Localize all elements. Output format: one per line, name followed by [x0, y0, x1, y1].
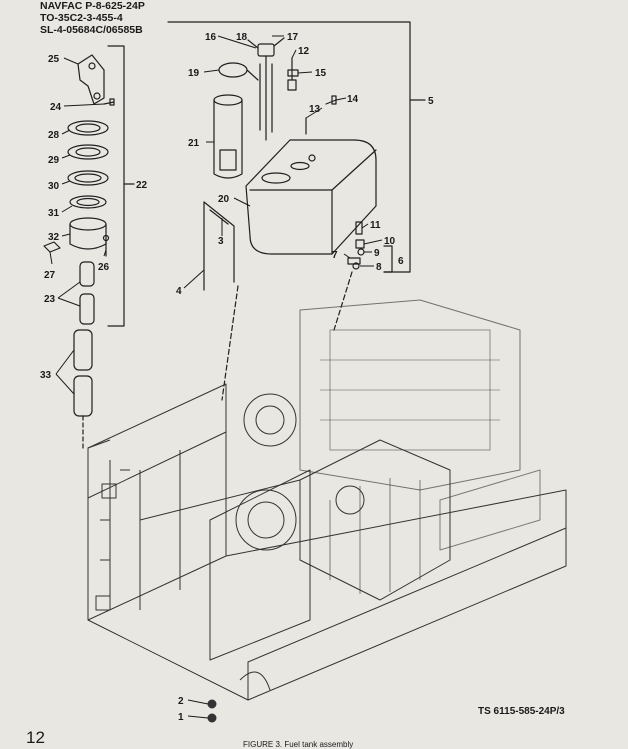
callout-18: 18 — [236, 32, 248, 43]
callout-11: 11 — [370, 220, 381, 231]
callout-9: 9 — [374, 248, 380, 259]
callout-labels: 25 24 28 29 30 31 32 26 27 23 33 22 16 1… — [40, 32, 434, 723]
part-19 — [218, 62, 248, 78]
callout-15: 15 — [315, 68, 327, 79]
callout-16: 16 — [205, 32, 217, 43]
figure-caption: FIGURE 3. Fuel tank assembly — [243, 740, 354, 749]
callout-6: 6 — [398, 256, 404, 267]
callout-20: 20 — [218, 194, 230, 205]
page-number: 12 — [26, 728, 45, 747]
part-28 — [67, 120, 109, 136]
header-line: TO-35C2-3-455-4 — [40, 12, 123, 24]
part-18 — [257, 43, 275, 57]
callout-3: 3 — [218, 236, 224, 247]
figure-identifier: TS 6115-585-24P/3 — [478, 706, 565, 717]
callout-22: 22 — [136, 180, 148, 191]
callout-21: 21 — [188, 138, 200, 149]
part-29 — [67, 144, 109, 160]
callout-23: 23 — [44, 294, 56, 305]
callout-33: 33 — [40, 370, 52, 381]
part-15 — [287, 69, 299, 77]
part-20 — [245, 139, 377, 255]
callout-31: 31 — [48, 208, 60, 219]
callout-17: 17 — [287, 32, 299, 43]
callout-1: 1 — [178, 712, 184, 723]
callout-28: 28 — [48, 130, 60, 141]
generator-set — [87, 299, 567, 723]
callout-32: 32 — [48, 232, 60, 243]
callout-12: 12 — [298, 46, 310, 57]
callout-4: 4 — [176, 286, 182, 297]
callout-27: 27 — [44, 270, 56, 281]
part-3 — [203, 201, 235, 291]
document-header: NAVFAC P-8-625-24P TO-35C2-3-455-4 SL-4-… — [40, 0, 145, 36]
callout-7: 7 — [332, 250, 338, 261]
header-line: NAVFAC P-8-625-24P — [40, 0, 145, 12]
callout-5: 5 — [428, 96, 434, 107]
callout-24: 24 — [50, 102, 62, 113]
callout-10: 10 — [384, 236, 396, 247]
part-25 — [77, 54, 105, 105]
part-30 — [67, 170, 109, 186]
part-21 — [213, 99, 243, 179]
part-23 — [79, 261, 95, 287]
callout-30: 30 — [48, 181, 60, 192]
callout-19: 19 — [188, 68, 200, 79]
callout-8: 8 — [376, 262, 382, 273]
part-31 — [69, 195, 107, 209]
header-line: SL-4-05684C/06585B — [40, 24, 143, 36]
callout-2: 2 — [178, 696, 184, 707]
callout-26: 26 — [98, 262, 110, 273]
callout-14: 14 — [347, 94, 359, 105]
part-33 — [73, 329, 93, 371]
callout-25: 25 — [48, 54, 60, 65]
callout-13: 13 — [309, 104, 321, 115]
callout-29: 29 — [48, 155, 60, 166]
